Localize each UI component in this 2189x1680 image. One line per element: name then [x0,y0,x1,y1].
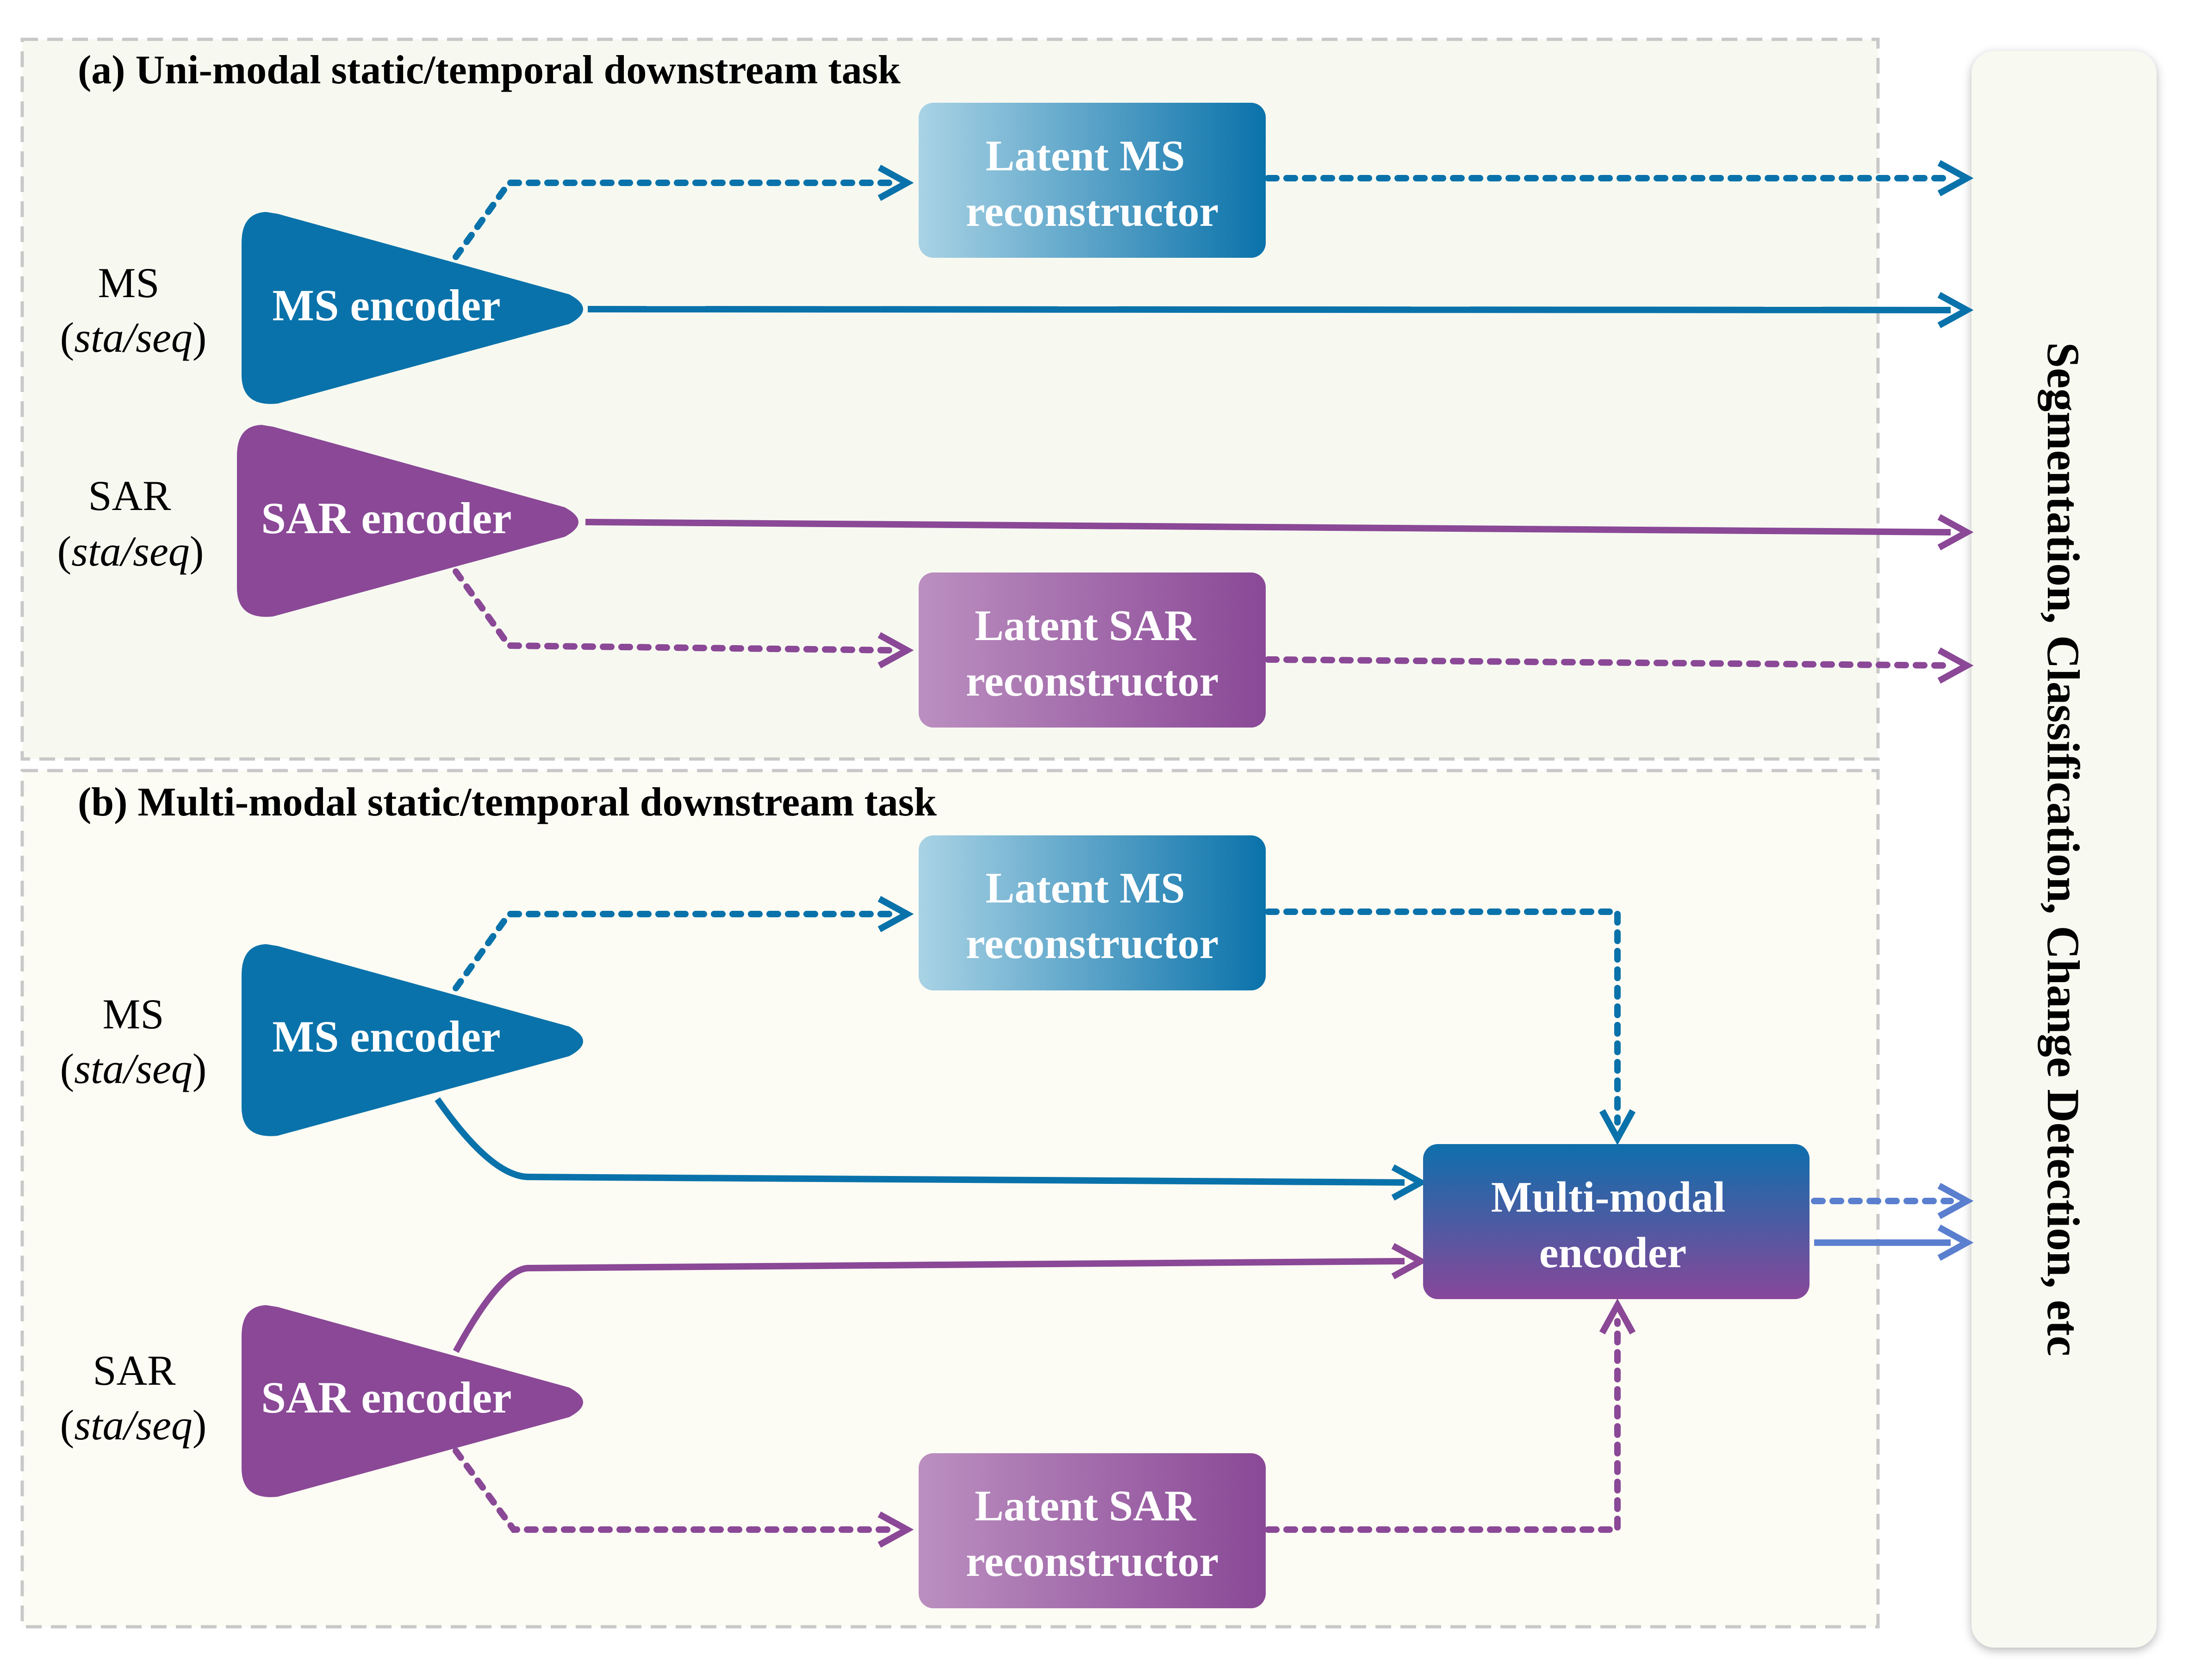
arrow-head [877,632,914,669]
latent-sar-reconstructor-box-b [919,1453,1266,1608]
input-sar-name-a: SAR [88,472,172,519]
input-ms-mode-a: (sta/seq) [60,314,207,361]
latent-ms-line1-b: Latent MS [986,864,1185,912]
latent-ms-line2-b: reconstructor [966,920,1219,968]
arrow-sar-to-latent-sar-b [453,1448,894,1533]
arrow-head [1937,1224,1974,1261]
input-sar-name-b: SAR [93,1347,176,1394]
panel-a-arrows [453,160,1974,684]
latent-sar-line2-a: reconstructor [966,657,1219,705]
arrow-latent-sar-to-task-a [1265,656,1954,669]
task-bar-box [1971,51,2157,1648]
arrow-ms-to-latent-ms-a [453,180,894,260]
ms-encoder-shape-b [242,944,583,1136]
panel-b-nodes: MS (sta/seq) MS encoder SAR (sta/seq) SA… [60,835,1810,1608]
arrow-ms-to-task-a [587,306,1951,313]
arrow-head [1937,1182,1974,1220]
input-ms-name-b: MS [103,990,164,1038]
panel-a-nodes: MS (sta/seq) MS encoder SAR (sta/seq) SA… [57,103,1266,728]
latent-ms-reconstructor-box-b [919,835,1266,990]
arrow-ms-to-latent-ms-b [453,911,894,991]
downstream-task-bar: Segmentation, Classification, Change Det… [1971,51,2157,1648]
sar-encoder-shape-b [242,1305,583,1497]
arrow-head [1391,1164,1428,1201]
arrow-latent-ms-to-multimodal [1265,908,1621,1126]
latent-sar-line1-a: Latent SAR [975,602,1196,650]
latent-ms-line2-a: reconstructor [966,187,1219,236]
sar-encoder-label-b: SAR encoder [261,1373,511,1422]
ms-encoder-shape-a [242,212,583,404]
input-ms-name-a: MS [98,259,160,306]
panel-b-title: (b) Multi-modal static/temporal downstre… [78,780,937,825]
arrow-head [1937,292,1974,329]
arrow-head [1599,1109,1636,1145]
ms-encoder-label-b: MS encoder [272,1012,500,1061]
latent-sar-line1-b: Latent SAR [975,1482,1196,1530]
multimodal-line1: Multi-modal [1491,1173,1726,1221]
arrow-head [1937,647,1974,684]
input-sar-mode-b: (sta/seq) [60,1401,207,1449]
latent-ms-reconstructor-box-a [919,103,1266,258]
arrow-latent-sar-to-multimodal [1265,1318,1621,1533]
task-label: Segmentation, Classification, Change Det… [2038,342,2089,1356]
ms-encoder-label-a: MS encoder [272,280,500,330]
arrow-head [1937,514,1974,551]
arrow-head [1599,1298,1636,1335]
multimodal-encoder-box [1423,1144,1810,1299]
input-sar-mode-a: (sta/seq) [57,528,204,575]
arrow-head [877,1511,914,1548]
sar-encoder-shape-a [237,425,578,617]
panel-b-arrows [435,896,1974,1548]
arrow-ms-to-multimodal [435,1097,1405,1186]
arrow-sar-to-task-a [585,519,1951,535]
sar-encoder-label-a: SAR encoder [261,493,511,543]
input-ms-mode-b: (sta/seq) [60,1045,207,1092]
latent-sar-reconstructor-box-a [919,572,1266,728]
multimodal-line2: encoder [1539,1229,1686,1277]
arrow-head [1937,160,1974,197]
panel-a-title: (a) Uni-modal static/temporal downstream… [78,48,901,93]
latent-sar-line2-b: reconstructor [966,1537,1219,1586]
arrow-sar-to-latent-sar-a [453,568,894,653]
arrow-head [877,164,914,201]
latent-ms-line1-a: Latent MS [986,132,1185,180]
arrow-head [877,896,914,933]
arrow-sar-to-multimodal [453,1258,1405,1353]
arrow-head [1391,1243,1428,1280]
